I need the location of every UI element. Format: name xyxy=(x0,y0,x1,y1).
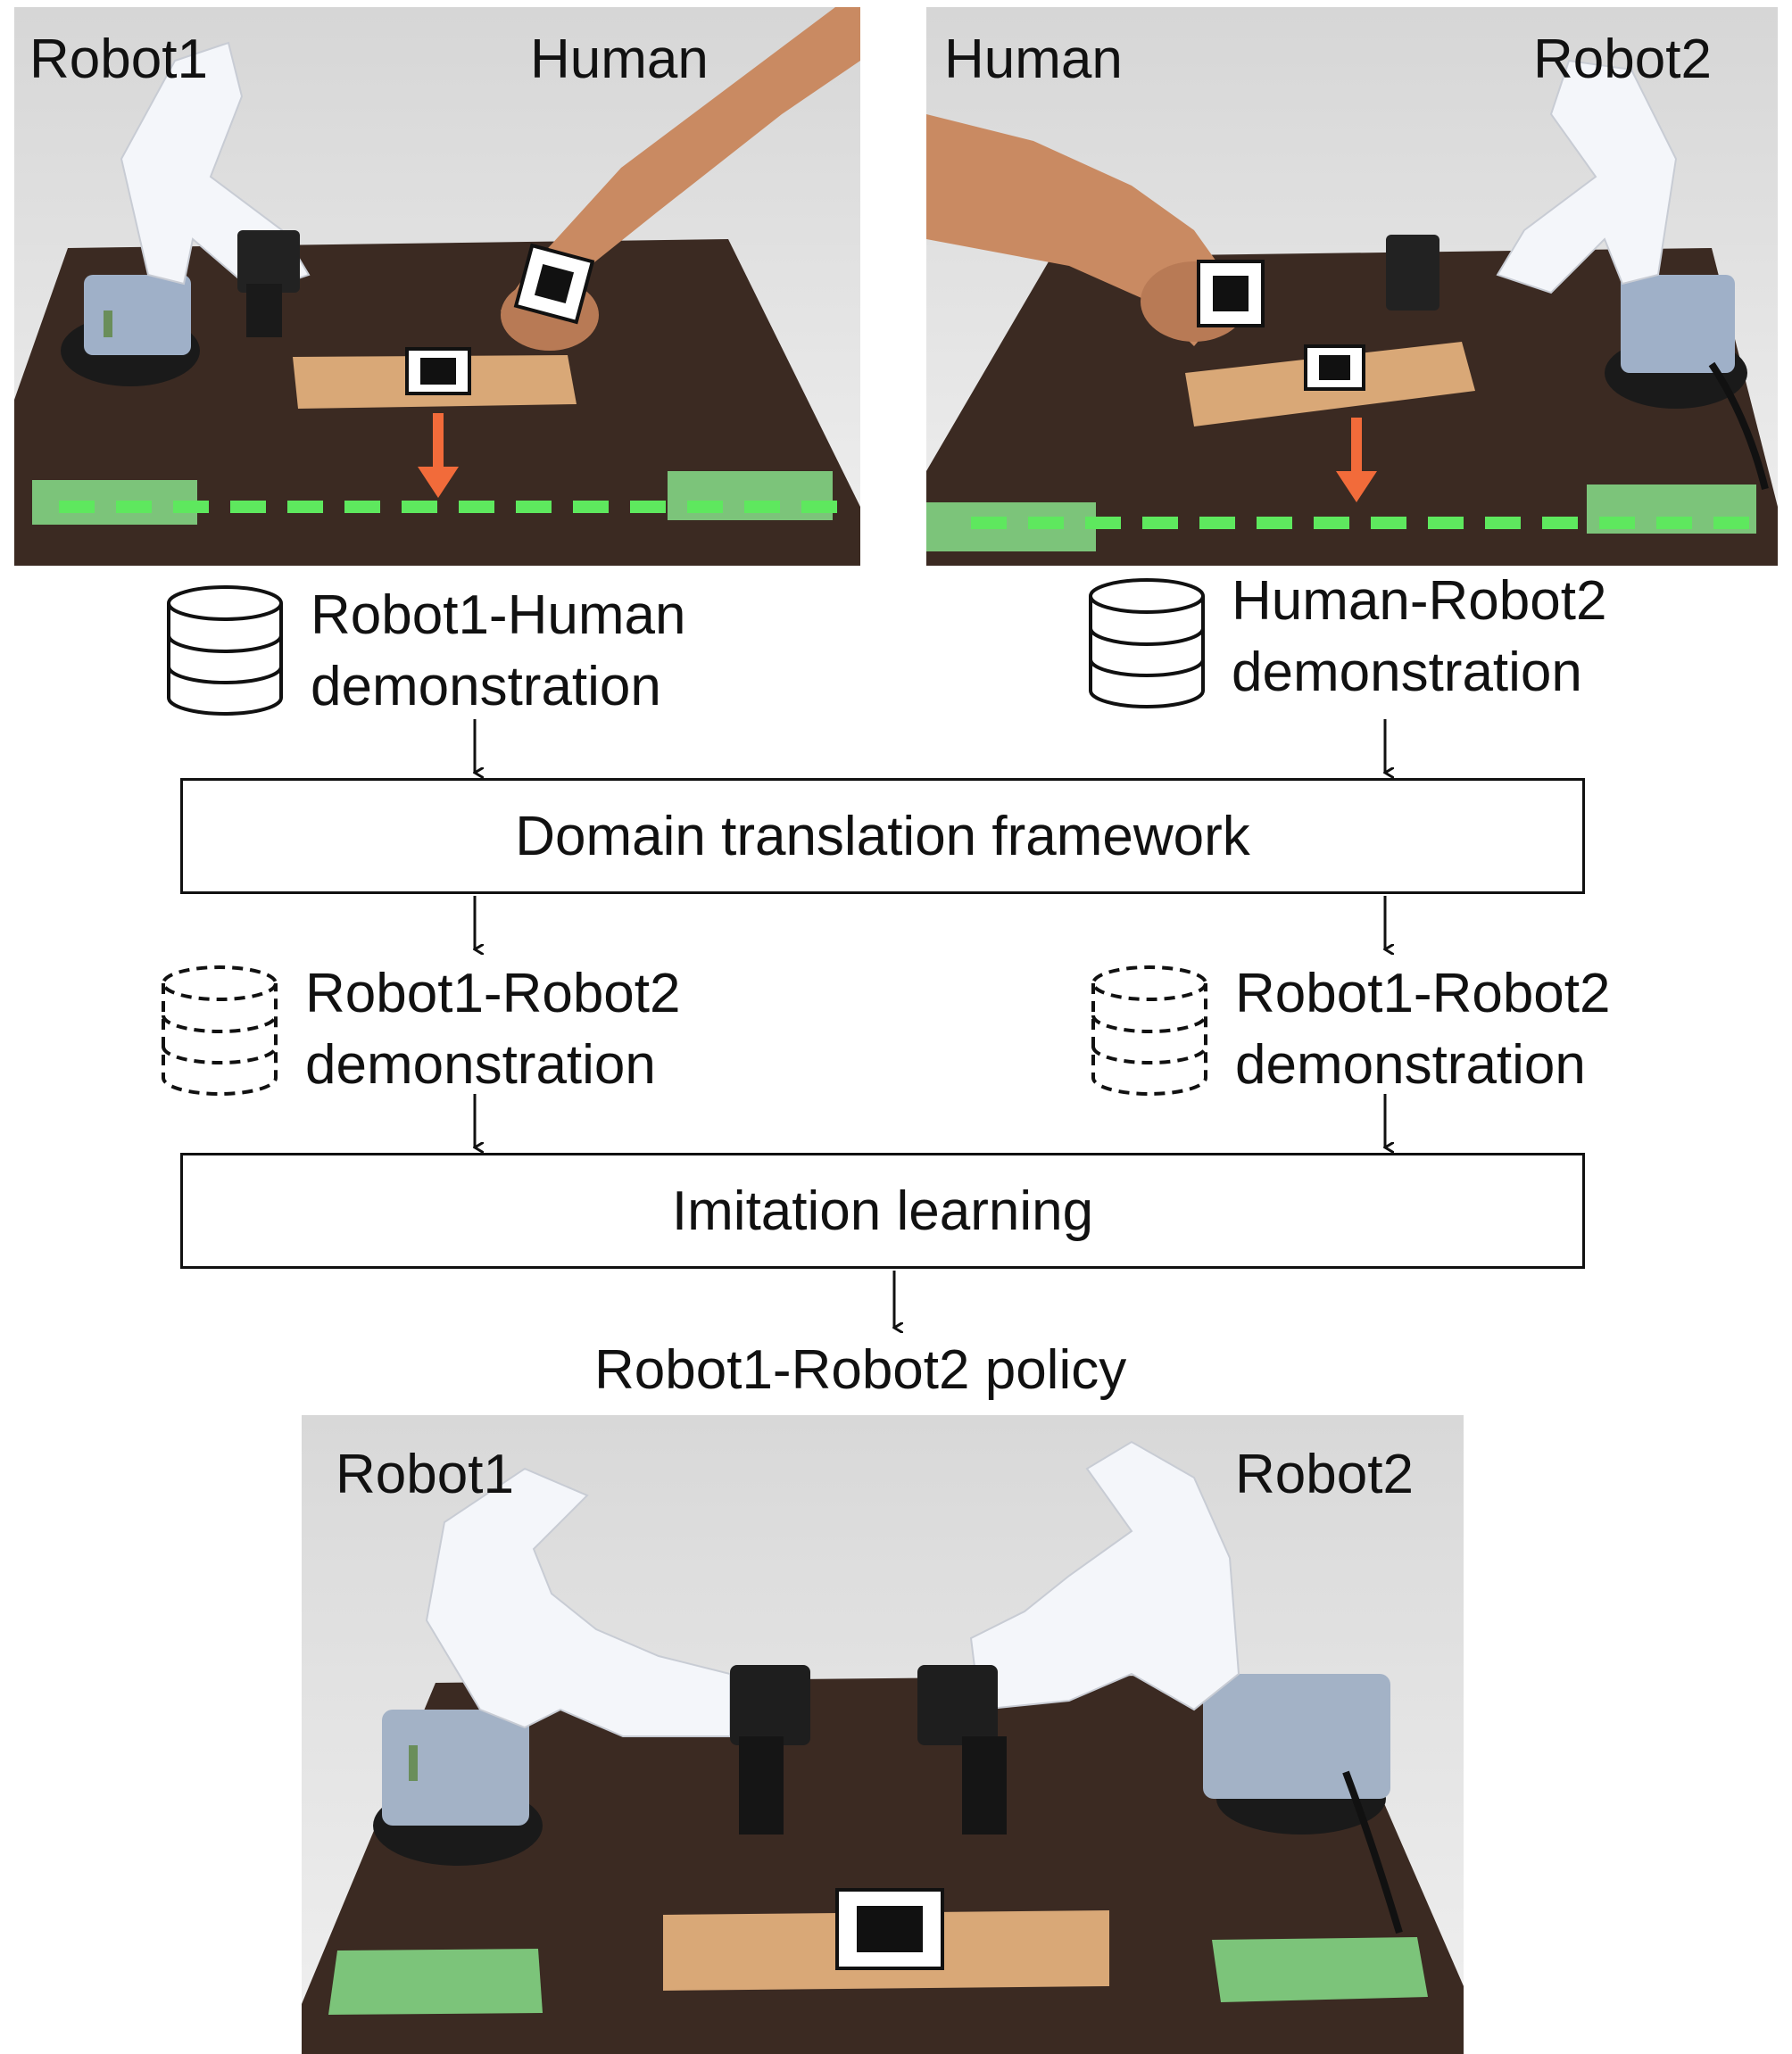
panel1-left-label: Robot1 xyxy=(29,29,208,90)
dataset-translated-right-label: Robot1-Robot2 demonstration xyxy=(1235,958,1611,1101)
dataset-translated-left-label: Robot1-Robot2 demonstration xyxy=(305,958,681,1101)
photo-human-robot2 xyxy=(926,7,1778,566)
panel1-right-label: Human xyxy=(530,29,709,90)
dataset-line2: demonstration xyxy=(305,1034,656,1096)
dataset-line2: demonstration xyxy=(311,656,661,717)
dataset-line1: Robot1-Human xyxy=(311,584,686,646)
panel2-left-label: Human xyxy=(944,29,1123,90)
panel3-right-label: Robot2 xyxy=(1235,1444,1414,1505)
photo-robot1-robot2 xyxy=(302,1415,1464,2054)
database-icon-robot1-human xyxy=(167,585,283,716)
dataset-line2: demonstration xyxy=(1235,1034,1586,1096)
photo-robot1-human xyxy=(14,7,860,566)
database-dashed-icon-right xyxy=(1091,965,1207,1096)
database-dashed-icon-left xyxy=(162,965,278,1096)
panel2-right-label: Robot2 xyxy=(1533,29,1712,90)
policy-label: Robot1-Robot2 policy xyxy=(594,1339,1127,1401)
flow-arrows xyxy=(0,719,1792,1356)
dataset-line2: demonstration xyxy=(1232,642,1582,703)
dataset-line1: Robot1-Robot2 xyxy=(1235,963,1611,1024)
imitation-learning-box: Imitation learning xyxy=(180,1153,1585,1269)
dataset-human-robot2-label: Human-Robot2 demonstration xyxy=(1232,566,1606,708)
dataset-line1: Robot1-Robot2 xyxy=(305,963,681,1024)
database-icon-human-robot2 xyxy=(1089,578,1205,708)
panel3-left-label: Robot1 xyxy=(336,1444,514,1505)
dataset-line1: Human-Robot2 xyxy=(1232,570,1607,632)
domain-translation-box: Domain translation framework xyxy=(180,778,1585,894)
dataset-robot1-human-label: Robot1-Human demonstration xyxy=(311,580,685,723)
